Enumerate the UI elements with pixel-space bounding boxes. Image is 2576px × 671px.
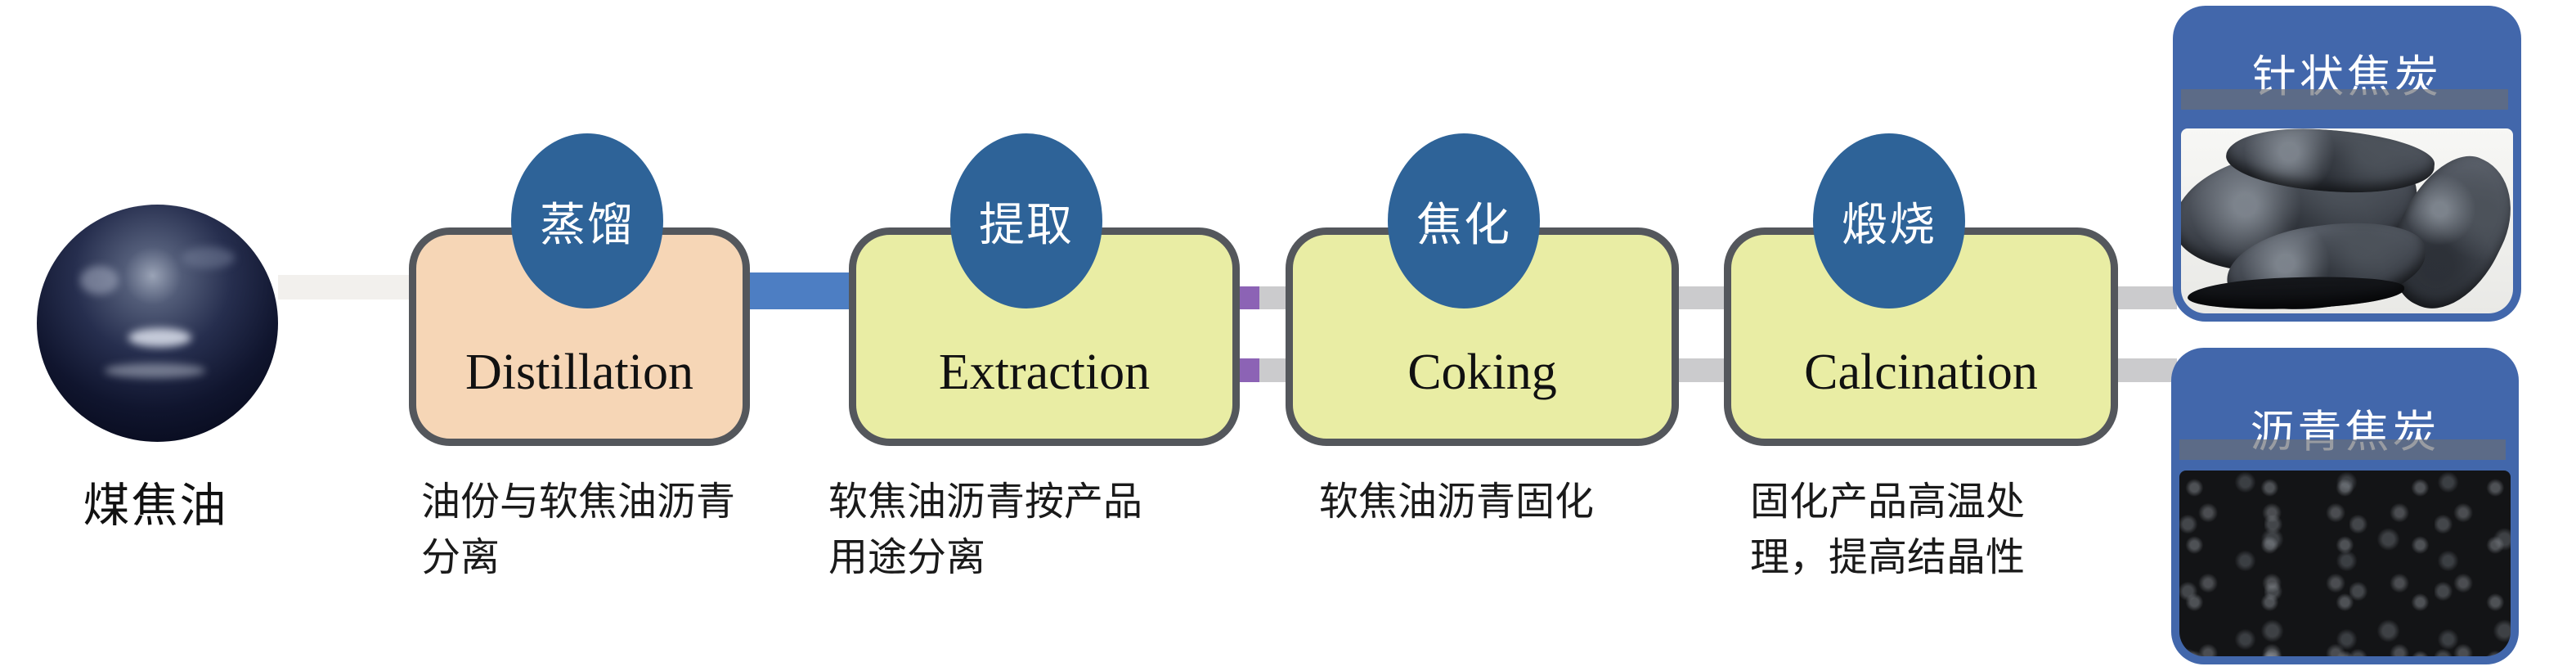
badge-label: 煅烧: [1842, 200, 1936, 251]
caption-line: 油份与软焦油沥青: [421, 480, 736, 524]
coal-tar-label: 煤焦油: [83, 480, 228, 532]
caption-coking: 软焦油沥青固化: [1319, 475, 1777, 530]
stage-label: Coking: [1407, 345, 1557, 400]
connector-purple-segment: [1236, 358, 1259, 382]
caption-line: 软焦油沥青固化: [1319, 480, 1595, 524]
connector-extraction-coking-upper: [1236, 286, 1289, 309]
connector-gray-segment: [1259, 358, 1289, 382]
caption-line: 分离: [421, 536, 500, 580]
connector-gray-segment: [1675, 286, 1727, 309]
photo-highlight: [128, 327, 191, 347]
coke-chunk: [2187, 273, 2405, 313]
title-underline-band: [2181, 89, 2508, 110]
connector-gray-segment: [2113, 358, 2177, 382]
caption-distillation: 油份与软焦油沥青 分离: [421, 475, 879, 586]
caption-line: 固化产品高温处: [1750, 480, 2026, 524]
stage-label: Distillation: [465, 345, 693, 400]
product-box-needle-coke: 针状焦炭: [2173, 6, 2521, 322]
caption-line: 用途分离: [828, 536, 986, 580]
product-box-pitch-coke: 沥青焦炭: [2171, 348, 2519, 664]
coal-tar-photo: [37, 205, 278, 442]
caption-line: 软焦油沥青按产品: [828, 480, 1143, 524]
connector-distillation-extraction: [743, 272, 854, 309]
badge-label: 蒸馏: [540, 200, 635, 251]
connector-gray-segment: [1259, 286, 1289, 309]
title-underline-band: [2179, 439, 2506, 460]
caption-extraction: 软焦油沥青按产品 用途分离: [828, 475, 1286, 586]
stage-label: Calcination: [1804, 345, 2038, 400]
caption-line: 理，提高结晶性: [1750, 536, 2026, 580]
connector-calcination-needlecoke: [2113, 286, 2177, 309]
connector-coking-calcination-upper: [1675, 286, 1727, 309]
connector-coking-calcination-lower: [1675, 358, 1727, 382]
photo-highlight: [182, 247, 235, 269]
stage-badge-coking: 焦化: [1388, 133, 1540, 308]
connector-coaltar-to-distillation: [278, 275, 417, 299]
caption-calcination: 固化产品高温处 理，提高结晶性: [1750, 475, 2094, 586]
needle-coke-photo: [2181, 128, 2513, 313]
badge-label: 提取: [979, 200, 1074, 251]
connector-extraction-coking-lower: [1236, 358, 1289, 382]
pitch-coke-photo: [2179, 471, 2511, 656]
stage-badge-calcination: 煅烧: [1813, 133, 1965, 308]
stage-badge-extraction: 提取: [950, 133, 1102, 308]
photo-highlight: [104, 363, 206, 378]
badge-label: 焦化: [1416, 200, 1511, 251]
connector-gray-segment: [2113, 286, 2177, 309]
photo-highlight: [80, 266, 119, 295]
stage-label: Extraction: [938, 345, 1151, 400]
stage-badge-distillation: 蒸馏: [511, 133, 663, 308]
connector-purple-segment: [1236, 286, 1259, 309]
connector-gray-segment: [1675, 358, 1727, 382]
connector-calcination-pitchcoke: [2113, 358, 2177, 382]
